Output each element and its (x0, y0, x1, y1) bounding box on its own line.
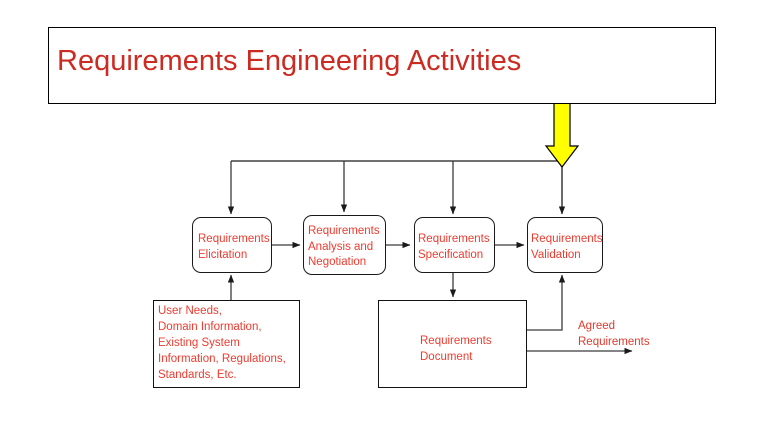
document-to-validation (527, 274, 566, 331)
page-title: Requirements Engineering Activities (57, 45, 522, 77)
yellow-down-arrow (544, 99, 580, 168)
process-label-validation: Requirements Validation (531, 232, 603, 263)
agreed-line-1: Agreed (578, 320, 616, 332)
requirements-document-label: Requirements Document (420, 333, 492, 365)
document-line-2: Document (420, 351, 473, 363)
process-box-elicitation[interactable] (192, 217, 272, 273)
agreed-requirements-label: Agreed Requirements (578, 319, 650, 350)
process-label-analysis: Requirements Analysis and Negotiation (308, 224, 380, 271)
inputs-line-5: Standards, Etc. (158, 369, 237, 381)
analysis-line-2: Analysis and (308, 240, 374, 253)
document-line-1: Requirements (420, 335, 492, 347)
inputs-line-3: Existing System (158, 337, 240, 349)
process-box-specification[interactable] (414, 217, 495, 273)
requirements-document-box[interactable] (378, 300, 527, 388)
process-label-specification: Requirements Specification (418, 232, 490, 263)
validation-line-2: Validation (531, 248, 581, 261)
inputs-line-1: User Needs, (158, 305, 222, 317)
analysis-line-3: Negotiation (308, 256, 367, 268)
elicitation-line-2: Elicitation (198, 248, 248, 261)
process-box-analysis[interactable] (303, 215, 386, 275)
process-box-validation[interactable] (527, 217, 603, 273)
inputs-box-label: User Needs, Domain Information, Existing… (158, 303, 286, 383)
elicitation-line-1: Requirements (198, 233, 270, 245)
validation-line-1: Requirements (531, 233, 603, 245)
inputs-line-2: Domain Information, (158, 321, 262, 333)
specification-line-1: Requirements (418, 233, 490, 245)
title-banner (48, 27, 716, 104)
analysis-line-1: Requirements (308, 225, 380, 237)
inputs-box[interactable] (153, 300, 300, 388)
specification-line-2: Specification (418, 248, 484, 261)
agreed-line-2: Requirements (578, 335, 650, 348)
inputs-line-4: Information, Regulations, (158, 353, 286, 365)
process-label-elicitation: Requirements Elicitation (198, 232, 270, 263)
